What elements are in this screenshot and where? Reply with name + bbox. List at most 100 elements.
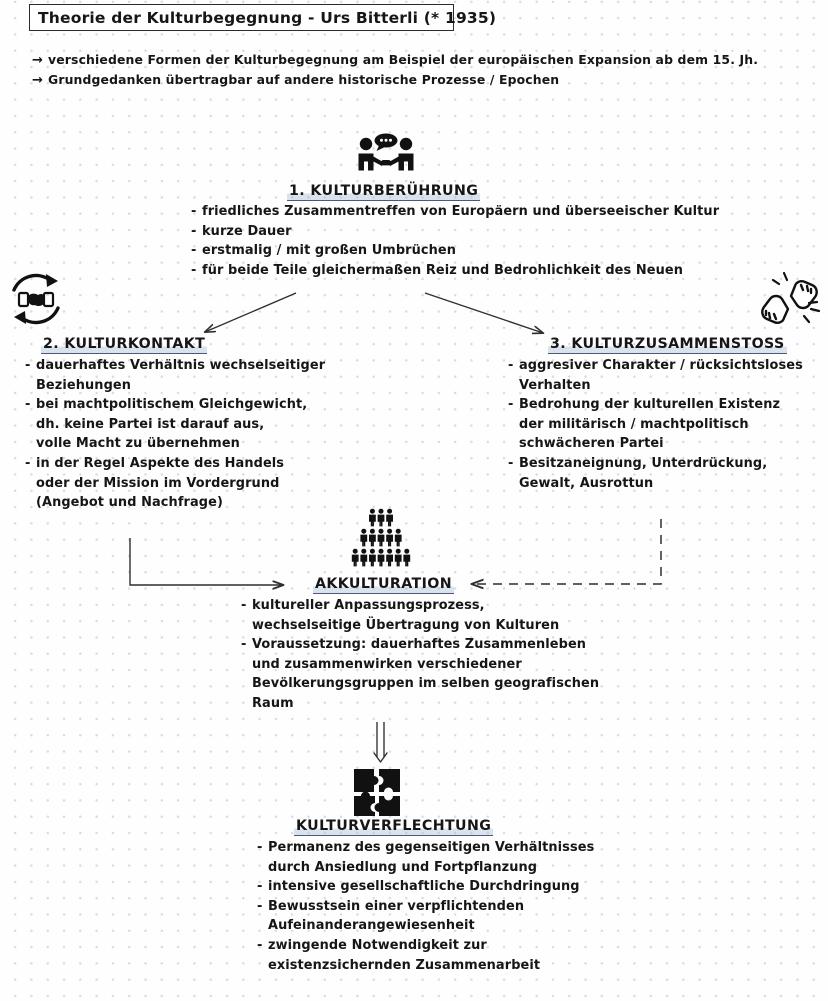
list-item-continuation: -schwächeren Partei: [508, 434, 803, 454]
list-item-text: in der Regel Aspekte des Handels: [36, 455, 285, 471]
section-heading-kulturverflechtung: KULTURVERFLECHTUNG: [294, 818, 494, 836]
bullet-dash: -: [25, 397, 31, 413]
list-item-text: schwächeren Partei: [519, 436, 664, 452]
list-item-continuation: -durch Ansiedlung und Fortpflanzung: [257, 858, 594, 878]
list-item-text: Gewalt, Ausrottun: [519, 475, 654, 491]
list-item: -aggresiver Charakter / rücksichtsloses: [508, 356, 803, 376]
list-item-text: Verhalten: [519, 377, 591, 393]
list-item: -Bedrohung der kulturellen Existenz: [508, 395, 803, 415]
list-item: -Voraussetzung: dauerhaftes Zusammenlebe…: [241, 635, 599, 655]
list-item-text: Permanenz des gegenseitigen Verhältnisse…: [268, 840, 595, 855]
list-item-text: Aufeinanderangewiesenheit: [268, 918, 475, 934]
bullet-list-kulturverflechtung: - Permanenz des gegenseitigen Verhältniss…: [257, 838, 594, 975]
list-item-text: durch Ansiedlung und Fortpflanzung: [268, 859, 538, 875]
list-item: -erstmalig / mit großen Umbrüchen: [191, 241, 719, 261]
list-item-continuation: -Verhalten: [508, 376, 803, 396]
list-item-text: Beziehungen: [36, 377, 132, 393]
bullet-dash: -: [191, 262, 197, 278]
list-item-text: Raum: [252, 695, 294, 711]
list-item-text: kultureller Anpassungsprozess,: [252, 598, 485, 613]
list-item-continuation: -Gewalt, Ausrottun: [508, 474, 803, 494]
list-item-text: Besitzaneignung, Unterdrückung,: [519, 455, 768, 471]
list-item-continuation: -der militärisch / machtpolitisch: [508, 415, 803, 435]
arrow-right-icon: →: [32, 53, 44, 68]
list-item: -intensive gesellschaftliche Durchdringu…: [257, 877, 594, 897]
list-item-continuation: -existenzsichernden Zusammenarbeit: [257, 956, 594, 976]
list-item-text: Bevölkerungsgruppen im selben geografisc…: [252, 676, 600, 692]
list-item-continuation: -Bevölkerungsgruppen im selben geografis…: [241, 674, 599, 694]
list-item-text: volle Macht zu übernehmen: [36, 436, 240, 452]
branch-to-kulturkontakt: [205, 292, 297, 332]
section-heading-kulturzusammenstoss: 3. KULTURZUSAMMENSTOSS: [548, 336, 787, 354]
bullet-dash: -: [257, 898, 263, 914]
list-item-continuation: -Aufeinanderangewiesenheit: [257, 916, 594, 936]
list-item-text: kurze Dauer: [202, 223, 292, 239]
kulturkontakt-to-akkulturation: [129, 538, 283, 585]
list-item: -dauerhaftes Verhältnis wechselseitiger: [25, 356, 325, 376]
bullet-list-kulturzusammenstoss: -aggresiver Charakter / rücksichtsloses …: [508, 356, 803, 493]
list-item-text: Bewusstsein einer verpflichtenden: [268, 898, 525, 914]
bullet-list-akkulturation: -kultureller Anpassungsprozess, -wechsel…: [241, 596, 599, 714]
handshake-speech-icon: [345, 133, 427, 179]
page-title-box: Theorie der Kulturbegegnung - Urs Bitter…: [29, 4, 496, 31]
bullet-dash: -: [508, 455, 514, 471]
arrow-right-icon: →: [32, 73, 44, 88]
puzzle-pieces-icon: [350, 765, 412, 820]
section-heading-kulturkontakt: 2. KULTURKONTAKT: [41, 336, 208, 354]
list-item: -für beide Teile gleichermaßen Reiz und …: [191, 261, 719, 281]
section-heading-kulturberuehrung: 1. KULTURBERÜHRUNG: [287, 183, 481, 201]
list-item: -Besitzaneignung, Unterdrückung,: [508, 454, 803, 474]
list-item-text: intensive gesellschaftliche Durchdringun…: [268, 879, 580, 895]
list-item-text: wechselseitige Übertragung von Kulturen: [252, 617, 560, 633]
bullet-dash: -: [25, 455, 31, 471]
list-item-text: und zusammenwirken verschiedener: [252, 656, 522, 672]
list-item: -friedliches Zusammentreffen von Europäe…: [191, 202, 719, 222]
section-heading-akkulturation: AKKULTURATION: [313, 576, 455, 594]
list-item-continuation: -dh. keine Partei ist darauf aus,: [25, 415, 325, 435]
list-item: -kultureller Anpassungsprozess,: [241, 596, 599, 616]
intro-line-1-text: verschiedene Formen der Kulturbegegnung …: [48, 52, 759, 67]
intro-line-2: → Grundgedanken übertragbar auf andere hi…: [32, 72, 559, 88]
bullet-dash: -: [191, 223, 197, 239]
bullet-dash: -: [508, 397, 514, 413]
bullet-list-kulturkontakt: -dauerhaftes Verhältnis wechselseitiger …: [25, 356, 325, 513]
list-item-continuation: -und zusammenwirken verschiedener: [241, 655, 599, 675]
list-item-text: der militärisch / machtpolitisch: [519, 416, 749, 432]
bullet-dash: -: [25, 358, 31, 373]
list-item: -Bewusstsein einer verpflichtenden: [257, 897, 594, 917]
list-item-text: dauerhaftes Verhältnis wechselseitiger: [36, 358, 326, 373]
list-item: -in der Regel Aspekte des Handels: [25, 454, 325, 474]
list-item-text: für beide Teile gleichermaßen Reiz und B…: [202, 262, 683, 278]
list-item: -kurze Dauer: [191, 222, 719, 242]
list-item-continuation: -Raum: [241, 694, 599, 714]
list-item-continuation: -Beziehungen: [25, 376, 325, 396]
bullet-dash: -: [241, 598, 247, 613]
page-title: Theorie der Kulturbegegnung - Urs Bitter…: [38, 8, 497, 27]
list-item-continuation: -wechselseitige Übertragung von Kulturen: [241, 616, 599, 636]
bullet-list-kulturberuehrung: -friedliches Zusammentreffen von Europäe…: [191, 202, 719, 280]
list-item-text: friedliches Zusammentreffen von Europäer…: [202, 204, 720, 219]
bullet-dash: -: [257, 879, 263, 895]
list-item-continuation: -volle Macht zu übernehmen: [25, 434, 325, 454]
list-item-text: bei machtpolitischem Gleichgewicht,: [36, 397, 308, 413]
list-item-text: existenzsichernden Zusammenarbeit: [268, 957, 541, 973]
list-item: -Permanenz des gegenseitigen Verhältniss…: [257, 838, 594, 858]
akkulturation-to-kulturverflechtung: [373, 722, 388, 763]
intro-line-1: → verschiedene Formen der Kulturbegegnung…: [32, 52, 758, 68]
list-item-text: erstmalig / mit großen Umbrüchen: [202, 243, 457, 259]
list-item: -bei machtpolitischem Gleichgewicht,: [25, 395, 325, 415]
list-item-text: Voraussetzung: dauerhaftes Zusammenleben: [252, 637, 587, 653]
branch-to-kulturzusammenstoss: [424, 292, 543, 333]
intro-line-2-text: Grundgedanken übertragbar auf andere his…: [48, 72, 560, 87]
list-item-text: oder der Mission im Vordergrund: [36, 475, 280, 491]
list-item-continuation: -oder der Mission im Vordergrund: [25, 474, 325, 494]
list-item-text: aggresiver Charakter / rücksichtsloses: [519, 358, 803, 373]
handshake-cycle-icon: [5, 268, 67, 330]
list-item-text: zwingende Notwendigkeit zur: [268, 937, 487, 953]
list-item: -zwingende Notwendigkeit zur: [257, 936, 594, 956]
list-item-text: dh. keine Partei ist darauf aus,: [36, 416, 265, 432]
bullet-dash: -: [241, 637, 247, 653]
bullet-dash: -: [191, 204, 197, 219]
kulturzusammenstoss-to-akkulturation: [472, 519, 662, 584]
list-item-text: (Angebot und Nachfrage): [36, 495, 223, 511]
